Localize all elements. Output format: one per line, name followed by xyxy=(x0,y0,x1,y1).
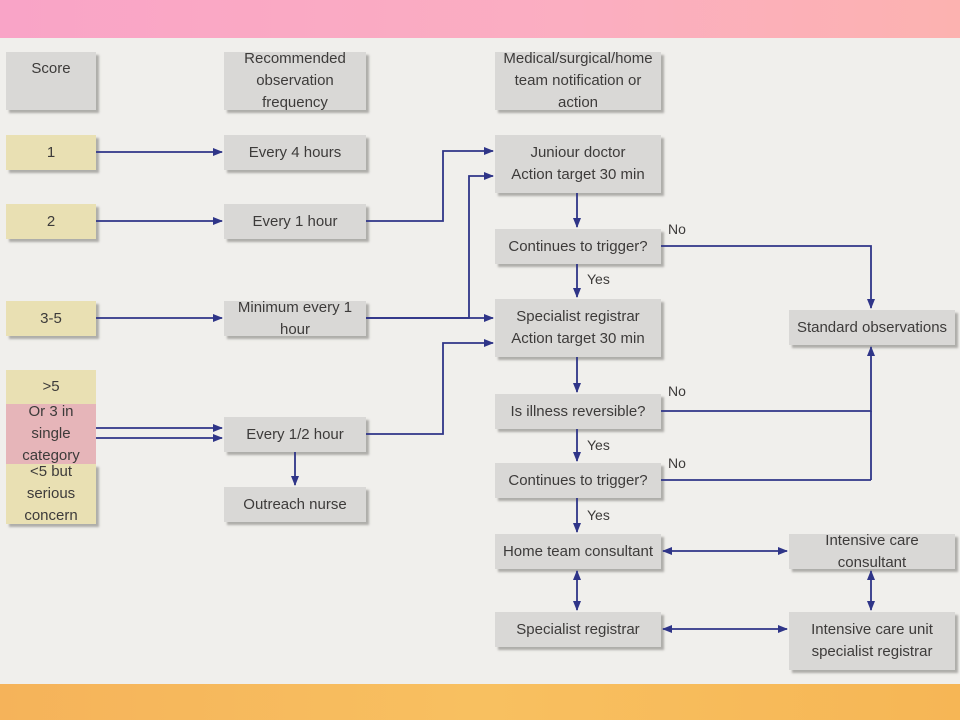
score-2: 2 xyxy=(6,204,96,239)
score-under-5-concern: <5 but serious concern xyxy=(6,463,96,524)
frequency-minimum-every-1-hour: Minimum every 1 hour xyxy=(224,299,366,338)
header-action: Medical/surgical/home team notification … xyxy=(495,50,661,111)
junior-doctor: Juniour doctor Action target 30 min xyxy=(495,135,661,193)
score-3-single-category: Or 3 in single category xyxy=(6,403,96,464)
specialist-registrar-2: Specialist registrar xyxy=(495,612,661,647)
header-frequency: Recommended observation frequency xyxy=(224,50,366,111)
icu-specialist-registrar: Intensive care unit specialist registrar xyxy=(789,612,955,670)
frequency-every-4-hours: Every 4 hours xyxy=(224,135,366,170)
outreach-nurse: Outreach nurse xyxy=(224,487,366,522)
continues-to-trigger-1: Continues to trigger? xyxy=(495,229,661,264)
edge-label-no-1: No xyxy=(668,221,686,237)
home-team-consultant: Home team consultant xyxy=(495,534,661,569)
score-1: 1 xyxy=(6,135,96,170)
is-illness-reversible: Is illness reversible? xyxy=(495,394,661,429)
frequency-every-half-hour: Every 1/2 hour xyxy=(224,417,366,452)
bottom-color-band xyxy=(0,684,960,720)
frequency-every-1-hour: Every 1 hour xyxy=(224,204,366,239)
edge-label-yes-2: Yes xyxy=(587,437,610,453)
flowchart-panel xyxy=(0,38,960,684)
score-over-5: >5 xyxy=(6,370,96,404)
intensive-care-consultant: Intensive care consultant xyxy=(789,532,955,571)
specialist-registrar-1: Specialist registrar Action target 30 mi… xyxy=(495,299,661,357)
edge-label-yes-1: Yes xyxy=(587,271,610,287)
standard-observations: Standard observations xyxy=(789,310,955,345)
edge-label-yes-3: Yes xyxy=(587,507,610,523)
edge-label-no-2: No xyxy=(668,383,686,399)
header-score: Score xyxy=(6,52,96,110)
edge-label-no-3: No xyxy=(668,455,686,471)
continues-to-trigger-2: Continues to trigger? xyxy=(495,463,661,498)
score-3-5: 3-5 xyxy=(6,301,96,336)
top-color-band xyxy=(0,0,960,38)
